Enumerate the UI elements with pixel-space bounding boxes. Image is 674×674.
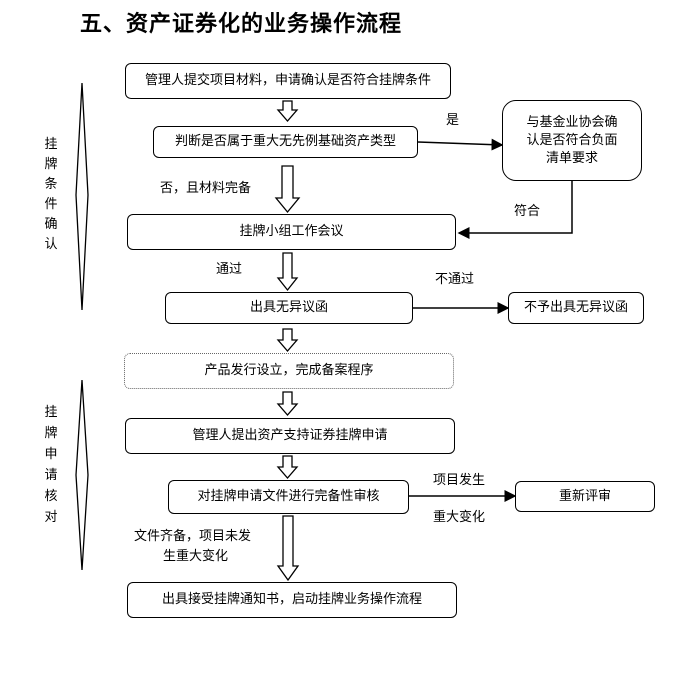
arrow-amac-back: [457, 181, 573, 239]
label-yes: 是: [446, 113, 460, 128]
step-listing-application: 管理人提出资产支持证券挂牌申请: [125, 418, 455, 454]
step-judge-asset-type: 判断是否属于重大无先例基础资产类型: [153, 126, 418, 158]
down-arrow-2: [274, 165, 301, 214]
label-project-occur: 项目发生: [433, 473, 486, 488]
side-amac-confirm: 与基金业协会确认是否符合负面清单要求: [502, 100, 642, 181]
label-no-complete: 否，且材料完备: [160, 181, 252, 196]
step-listing-meeting: 挂牌小组工作会议: [127, 214, 456, 250]
side-reject: 不予出具无异议函: [508, 292, 644, 324]
down-arrow-5: [276, 391, 299, 416]
label-docs-complete-1: 文件齐备，项目未发: [134, 529, 252, 544]
down-arrow-7: [276, 515, 300, 582]
section-label-confirm: 挂牌条件确认: [44, 137, 58, 252]
down-arrow-6: [276, 455, 299, 479]
section-bracket-confirm: [75, 82, 89, 311]
label-comply: 符合: [514, 204, 541, 219]
down-arrow-3: [276, 252, 299, 292]
down-arrow-4: [276, 328, 299, 352]
down-arrow-1: [276, 100, 299, 122]
page-title: 五、资产证券化的业务操作流程: [80, 12, 403, 37]
step-issue-acceptance: 出具接受挂牌通知书，启动挂牌业务操作流程: [127, 582, 457, 618]
label-fail: 不通过: [435, 272, 475, 287]
step-completeness-review: 对挂牌申请文件进行完备性审核: [168, 480, 409, 514]
section-bracket-review: [75, 379, 89, 571]
label-pass: 通过: [216, 262, 243, 277]
label-major-change: 重大变化: [433, 510, 486, 525]
label-docs-complete-2: 生重大变化: [163, 549, 229, 564]
step-product-issuance: 产品发行设立，完成备案程序: [124, 353, 454, 389]
step-issue-no-objection: 出具无异议函: [165, 292, 413, 324]
side-re-review: 重新评审: [515, 481, 655, 512]
arrow-to-amac: [417, 138, 504, 151]
step-submit-materials: 管理人提交项目材料，申请确认是否符合挂牌条件: [125, 63, 451, 99]
section-label-review: 挂牌申请核对: [44, 405, 58, 525]
